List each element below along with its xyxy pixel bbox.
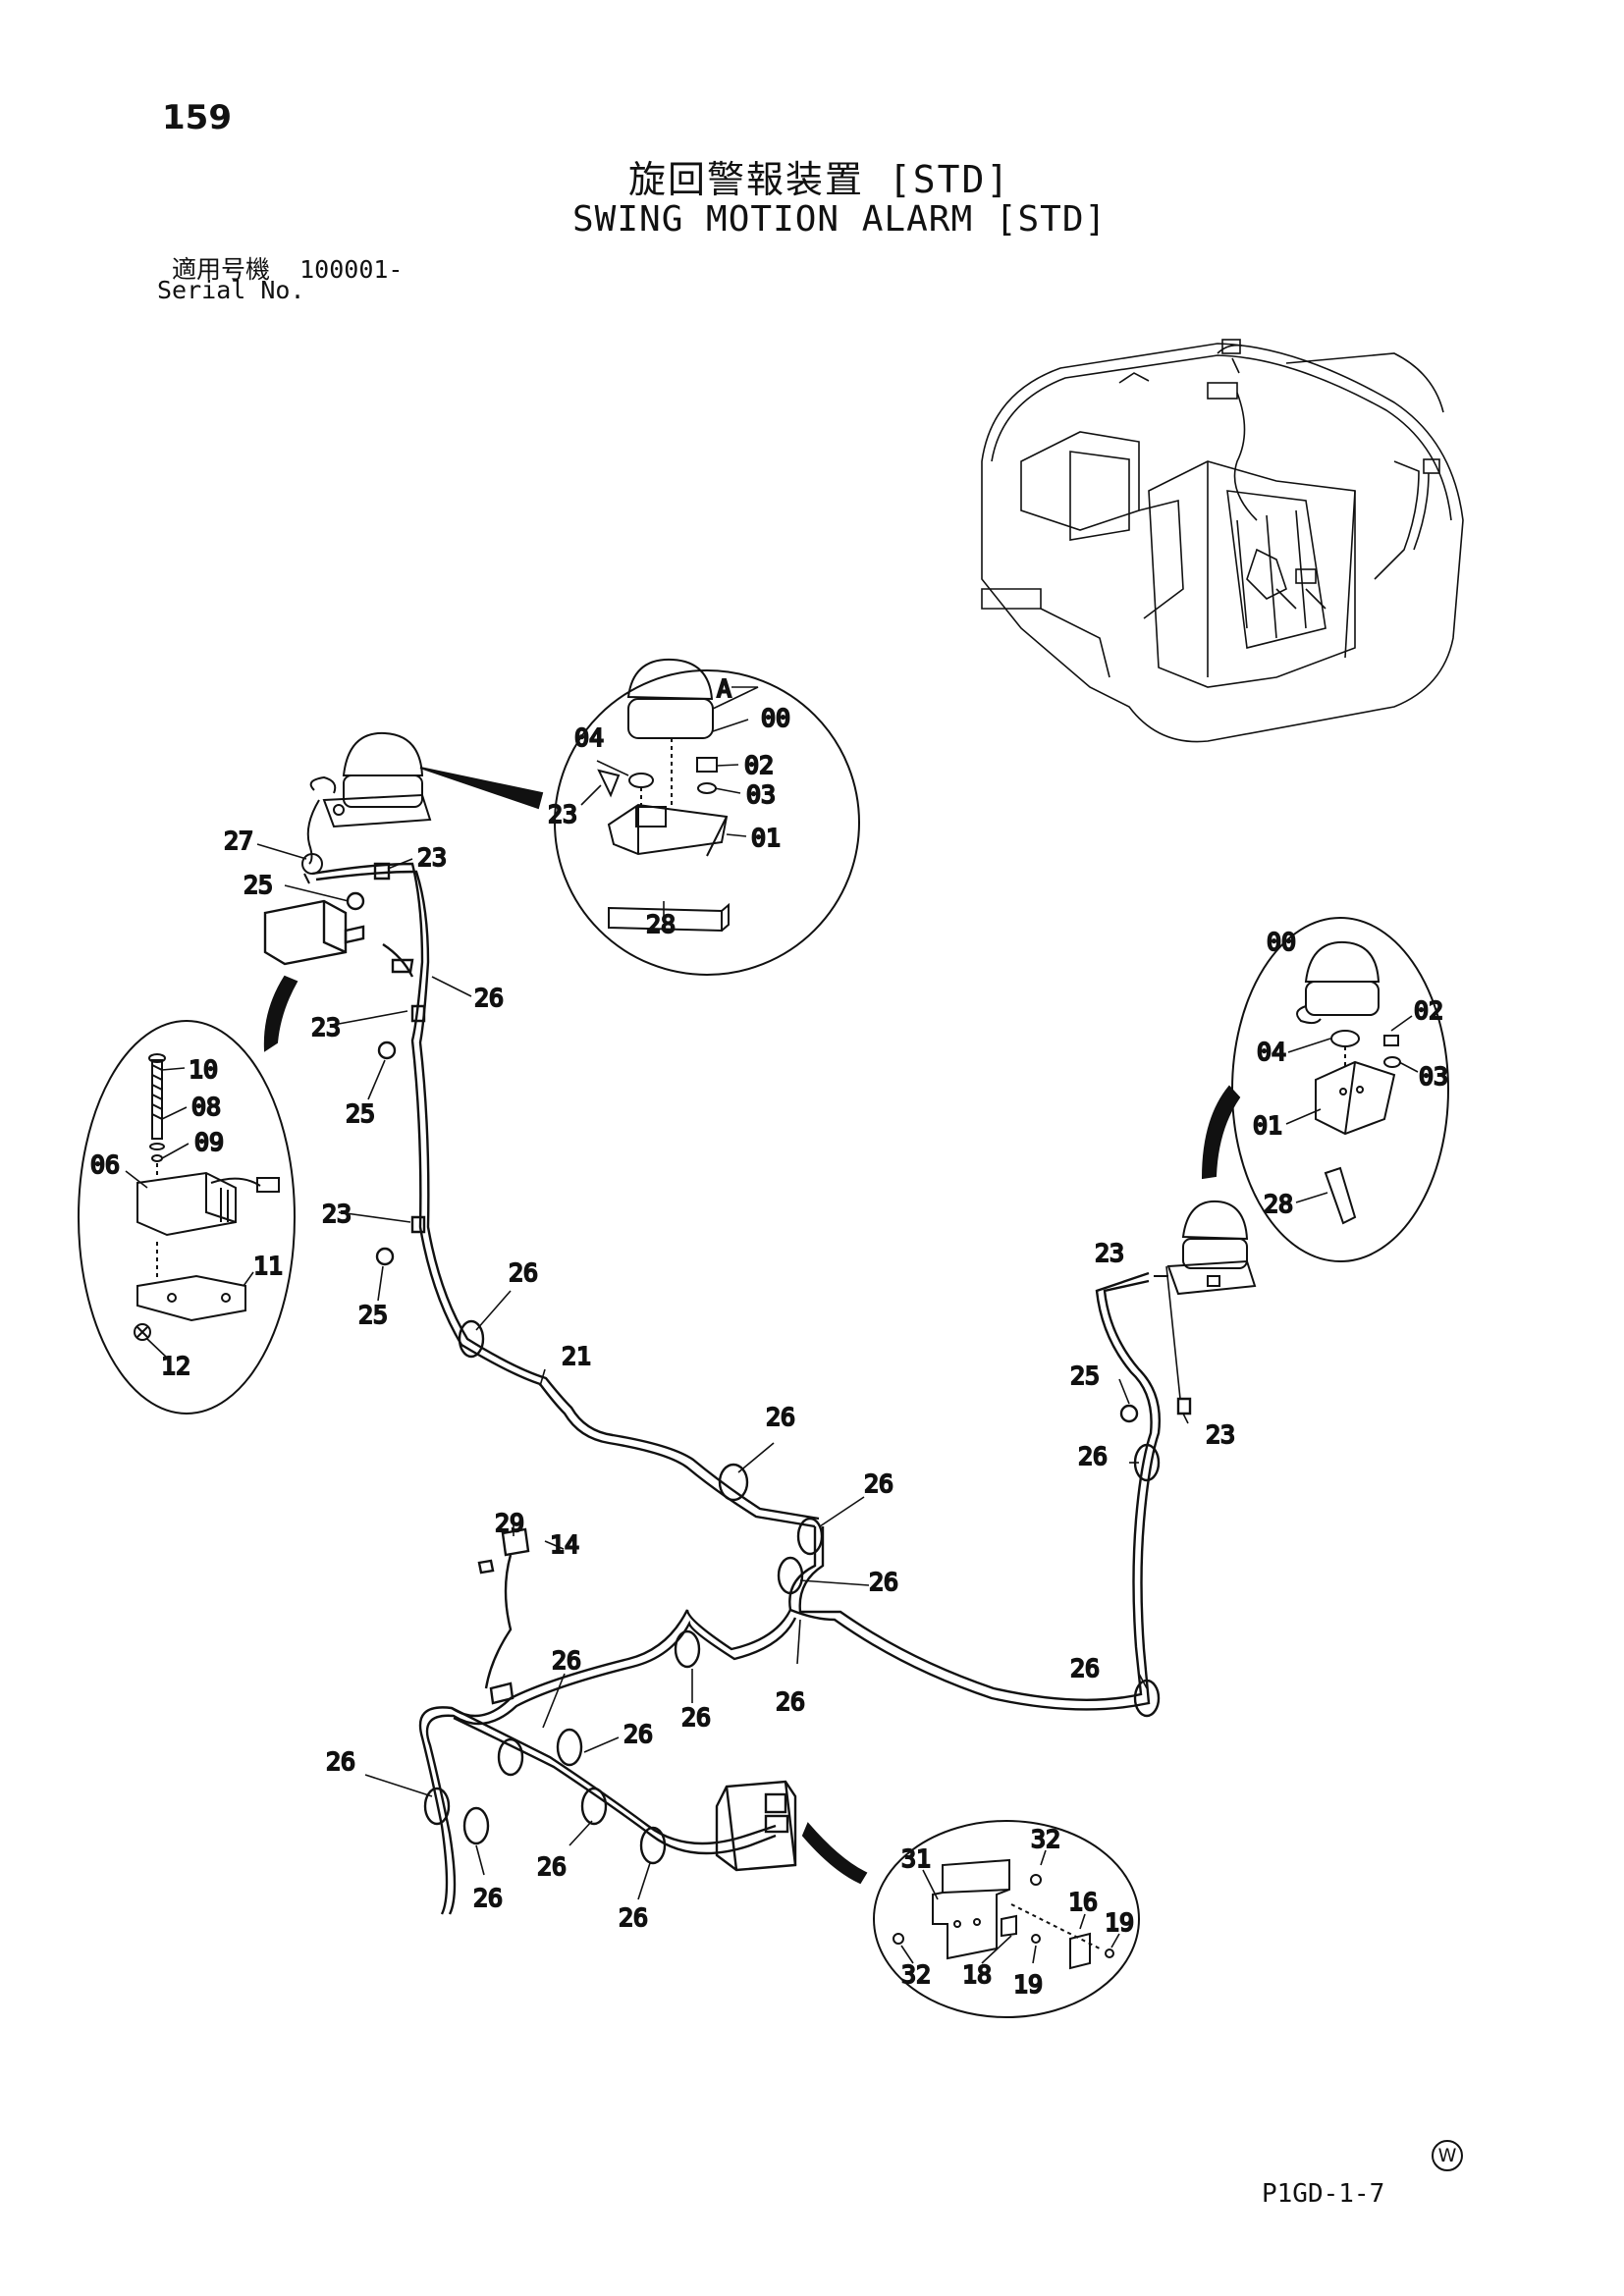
label-26-right-a: 26 — [1078, 1442, 1108, 1470]
label-32-b: 32 — [901, 1960, 931, 1989]
label-23-right-b: 23 — [1206, 1420, 1235, 1449]
label-26-c: 26 — [766, 1403, 795, 1431]
label-09-left: 09 — [194, 1128, 224, 1156]
label-31: 31 — [901, 1844, 931, 1873]
label-00-top: 00 — [761, 704, 790, 732]
label-26-m-c: 26 — [776, 1687, 805, 1716]
label-23-right-a: 23 — [1095, 1239, 1124, 1267]
w-mark: W — [1432, 2140, 1463, 2171]
label-23-a: 23 — [417, 843, 447, 872]
leader-lines — [256, 843, 1189, 1900]
label-25-a: 25 — [244, 871, 273, 899]
label-25-right: 25 — [1070, 1362, 1100, 1390]
label-26-b: 26 — [509, 1258, 538, 1287]
label-01-right: 01 — [1253, 1111, 1282, 1140]
serial-label-japanese: 適用号機 100001- — [172, 250, 403, 286]
label-27: 27 — [224, 827, 253, 855]
label-02-top: 02 — [744, 751, 774, 779]
label-26-d: 26 — [864, 1469, 893, 1498]
label-19-b: 19 — [1013, 1970, 1043, 1999]
label-00-right: 00 — [1267, 928, 1296, 956]
title-english: SWING MOTION ALARM [STD] — [572, 199, 1108, 240]
label-02-right: 02 — [1414, 996, 1443, 1025]
label-23-b: 23 — [311, 1013, 341, 1041]
label-26-m-f: 26 — [537, 1852, 567, 1881]
label-26-m-b: 26 — [681, 1703, 711, 1732]
left-lamp-assembly — [301, 731, 432, 884]
callout-right — [1201, 917, 1449, 1262]
label-14: 14 — [550, 1530, 579, 1559]
label-26-right-b: 26 — [1070, 1654, 1100, 1682]
label-29: 29 — [495, 1509, 524, 1537]
label-23-c: 23 — [322, 1200, 352, 1228]
label-26-a: 26 — [474, 984, 504, 1012]
label-26-m-h: 26 — [619, 1903, 648, 1932]
label-19-a: 19 — [1105, 1908, 1134, 1937]
label-18: 18 — [962, 1960, 992, 1989]
label-26-e: 26 — [869, 1568, 898, 1596]
label-04-right: 04 — [1257, 1038, 1286, 1066]
main-harness — [263, 862, 1192, 1915]
label-23-top: 23 — [548, 800, 577, 828]
label-08-left: 08 — [191, 1093, 221, 1121]
label-06-left: 06 — [90, 1150, 120, 1179]
label-03-right: 03 — [1419, 1062, 1448, 1091]
label-26-m-g: 26 — [473, 1884, 503, 1912]
label-03-top: 03 — [746, 780, 776, 809]
label-25-b: 25 — [346, 1099, 375, 1128]
label-16: 16 — [1068, 1888, 1098, 1916]
label-26-m-e: 26 — [326, 1747, 355, 1776]
title-japanese: 旋回警報装置 [STD] — [628, 158, 1011, 201]
serial-value: 100001- — [299, 255, 404, 284]
label-10-left: 10 — [189, 1055, 218, 1084]
page-number: 159 — [162, 98, 232, 137]
label-28-top: 28 — [646, 910, 676, 938]
right-lamp-assembly — [1154, 1200, 1257, 1296]
label-25-c: 25 — [358, 1301, 388, 1329]
label-01-top: 01 — [751, 824, 781, 852]
page-code: P1GD-1-7 — [1262, 2179, 1385, 2209]
serial-label-jp: 適用号機 — [172, 255, 271, 284]
label-A-top: A — [717, 674, 731, 703]
label-32-a: 32 — [1031, 1825, 1060, 1853]
excavator-overview — [981, 339, 1464, 743]
label-21: 21 — [562, 1342, 591, 1370]
label-26-m-a: 26 — [552, 1646, 581, 1675]
callout-left — [78, 975, 298, 1415]
label-26-m-d: 26 — [623, 1720, 653, 1748]
label-28-right: 28 — [1264, 1190, 1293, 1218]
callout-bottom-right — [801, 1820, 1140, 2018]
label-04-top: 04 — [574, 723, 604, 752]
part-labels: 00 A 02 03 04 23 01 28 10 08 09 06 11 12… — [89, 673, 1449, 2000]
serial-label-english: Serial No. — [157, 276, 305, 304]
callout-top — [419, 658, 860, 976]
label-11-left: 11 — [253, 1252, 283, 1280]
label-12-left: 12 — [161, 1352, 190, 1380]
